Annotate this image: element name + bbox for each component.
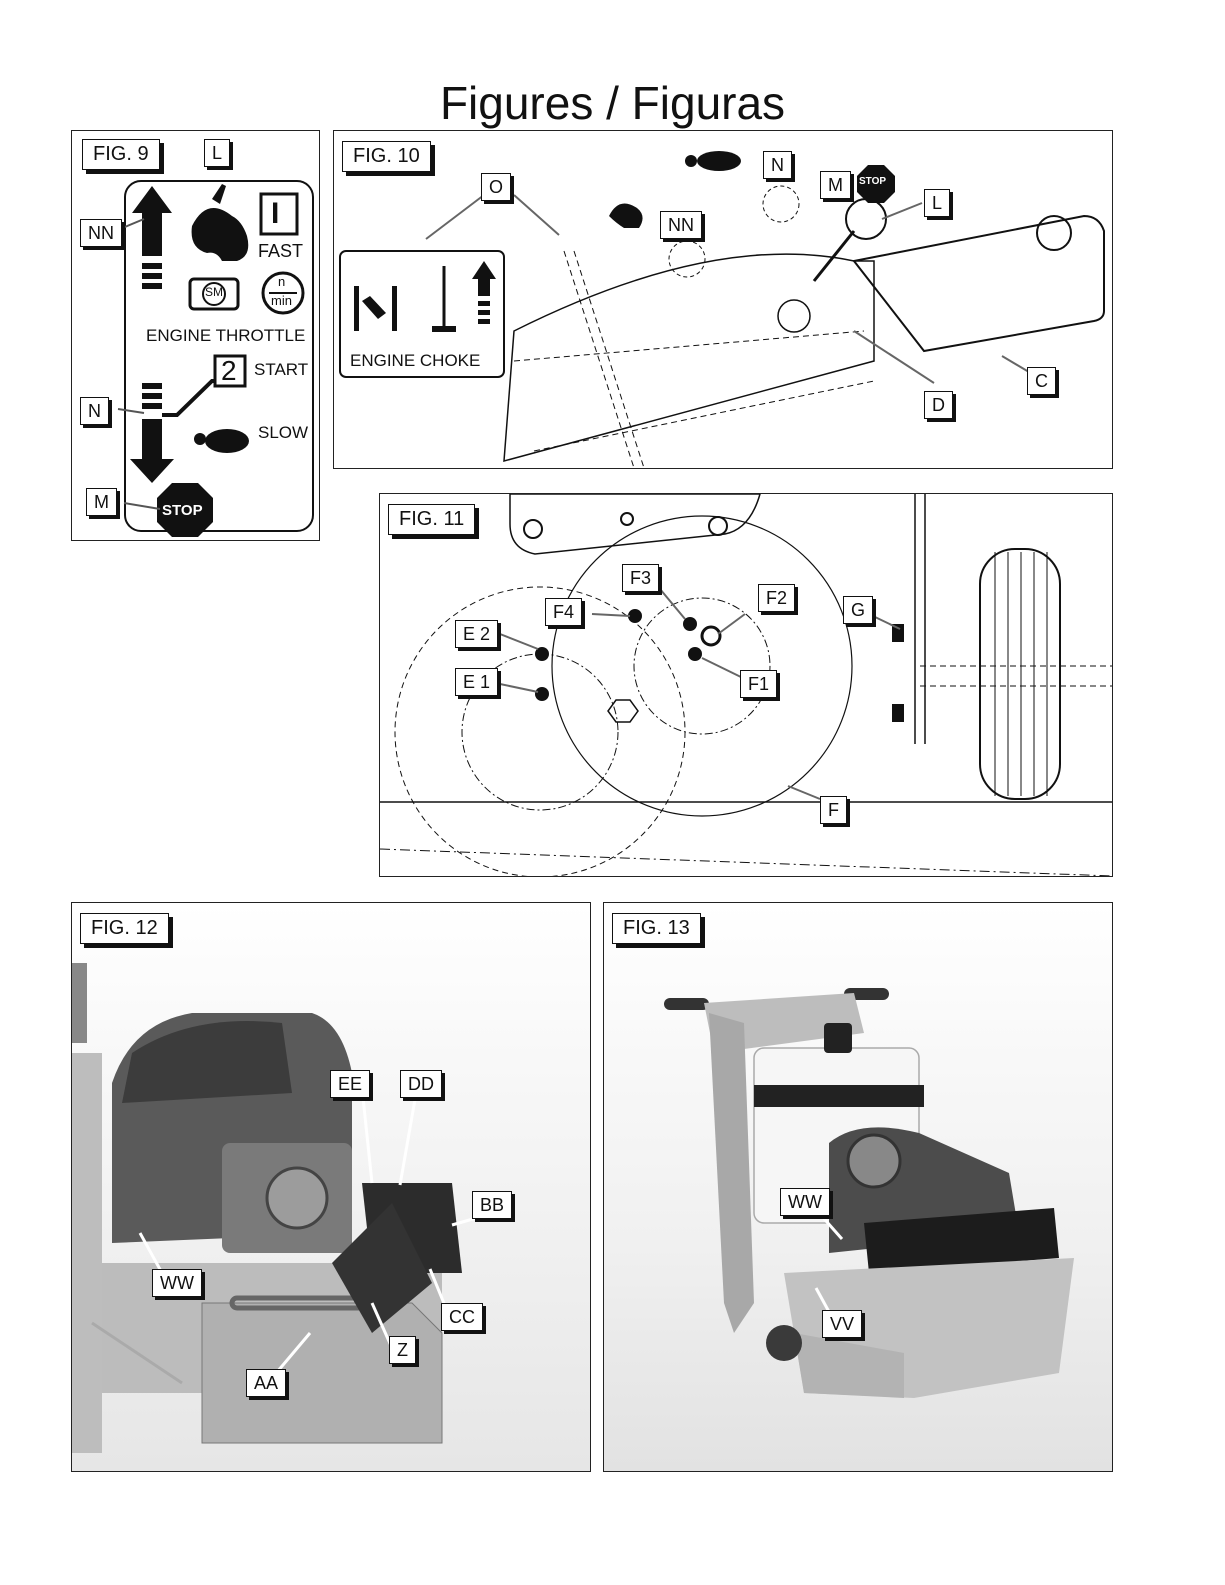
fig10-callout-O: O: [481, 173, 511, 201]
fig11-callout-F4: F4: [545, 598, 582, 626]
fig9-callout-M: M: [86, 488, 117, 516]
fig10-callout-C: C: [1027, 367, 1056, 395]
fig9-panel: FIG. 9 L NN N M I FAST SM n min ENGINE T…: [71, 130, 320, 541]
fig10-callout-M: M: [820, 171, 851, 199]
fig12-callout-DD: DD: [400, 1070, 442, 1098]
fig11-callout-F1: F1: [740, 670, 777, 698]
fig9-callout-L: L: [204, 139, 230, 167]
fig12-callout-EE: EE: [330, 1070, 370, 1098]
fig12-callout-CC: CC: [441, 1303, 483, 1331]
fig9-n-text: n: [278, 274, 285, 289]
fig13-callout-VV: VV: [822, 1310, 862, 1338]
fig9-two-mark: 2: [221, 355, 237, 387]
fig10-label: FIG. 10: [342, 141, 431, 172]
fig10-drawing: [334, 131, 1112, 468]
fig12-panel: FIG. 12 EE DD BB WW CC Z AA: [71, 902, 591, 1472]
fig12-photo: [72, 903, 590, 1471]
fig13-photo: [604, 903, 1112, 1471]
fig10-stop-text: STOP: [859, 176, 886, 187]
fig11-label: FIG. 11: [388, 504, 475, 535]
fig11-panel: FIG. 11 F3 F4 F2 G E 2 E 1 F1 F: [379, 493, 1113, 877]
fig9-callout-N: N: [80, 397, 109, 425]
fig11-callout-F: F: [820, 796, 847, 824]
fig10-panel: FIG. 10 O N NN M L C D STOP ENGINE CHOKE: [333, 130, 1113, 469]
fig13-panel: FIG. 13 WW VV: [603, 902, 1113, 1472]
fig13-label: FIG. 13: [612, 913, 701, 944]
fig11-callout-E2: E 2: [455, 620, 498, 648]
fig12-callout-BB: BB: [472, 1191, 512, 1219]
fig9-stop-text: STOP: [162, 502, 203, 519]
fig12-callout-AA: AA: [246, 1369, 286, 1397]
fig11-callout-G: G: [843, 596, 873, 624]
fig9-sm-text: SM: [205, 285, 223, 299]
fig10-callout-D: D: [924, 391, 953, 419]
fig13-callout-WW: WW: [780, 1188, 830, 1216]
fig11-callout-F2: F2: [758, 584, 795, 612]
fig12-callout-WW: WW: [152, 1269, 202, 1297]
fig9-fast-text: FAST: [258, 241, 303, 262]
fig10-callout-N: N: [763, 151, 792, 179]
fig12-label: FIG. 12: [80, 913, 169, 944]
fig9-min-text: min: [271, 293, 292, 308]
fig9-slow-text: SLOW: [258, 423, 308, 443]
fig10-choke-text: ENGINE CHOKE: [350, 351, 480, 371]
fig10-callout-L: L: [924, 189, 950, 217]
fig9-start-text: START: [254, 360, 308, 380]
fig9-label: FIG. 9: [82, 139, 160, 170]
fig11-callout-E1: E 1: [455, 668, 498, 696]
fig10-callout-NN: NN: [660, 211, 702, 239]
fig9-one-mark: I: [271, 197, 279, 231]
fig11-callout-F3: F3: [622, 564, 659, 592]
page-title: Figures / Figuras: [0, 76, 1225, 130]
fig9-throttle-text: ENGINE THROTTLE: [146, 326, 305, 346]
fig12-callout-Z: Z: [389, 1336, 416, 1364]
fig9-callout-NN: NN: [80, 219, 122, 247]
